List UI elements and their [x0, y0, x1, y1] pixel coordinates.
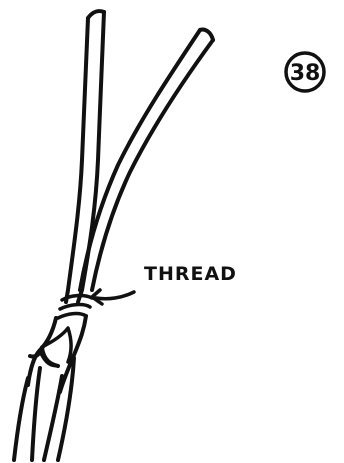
thread-label: THREAD — [144, 263, 237, 285]
callout-arrow — [92, 290, 134, 304]
figure-number-badge: 38 — [286, 53, 324, 91]
figure-number: 38 — [290, 61, 321, 86]
